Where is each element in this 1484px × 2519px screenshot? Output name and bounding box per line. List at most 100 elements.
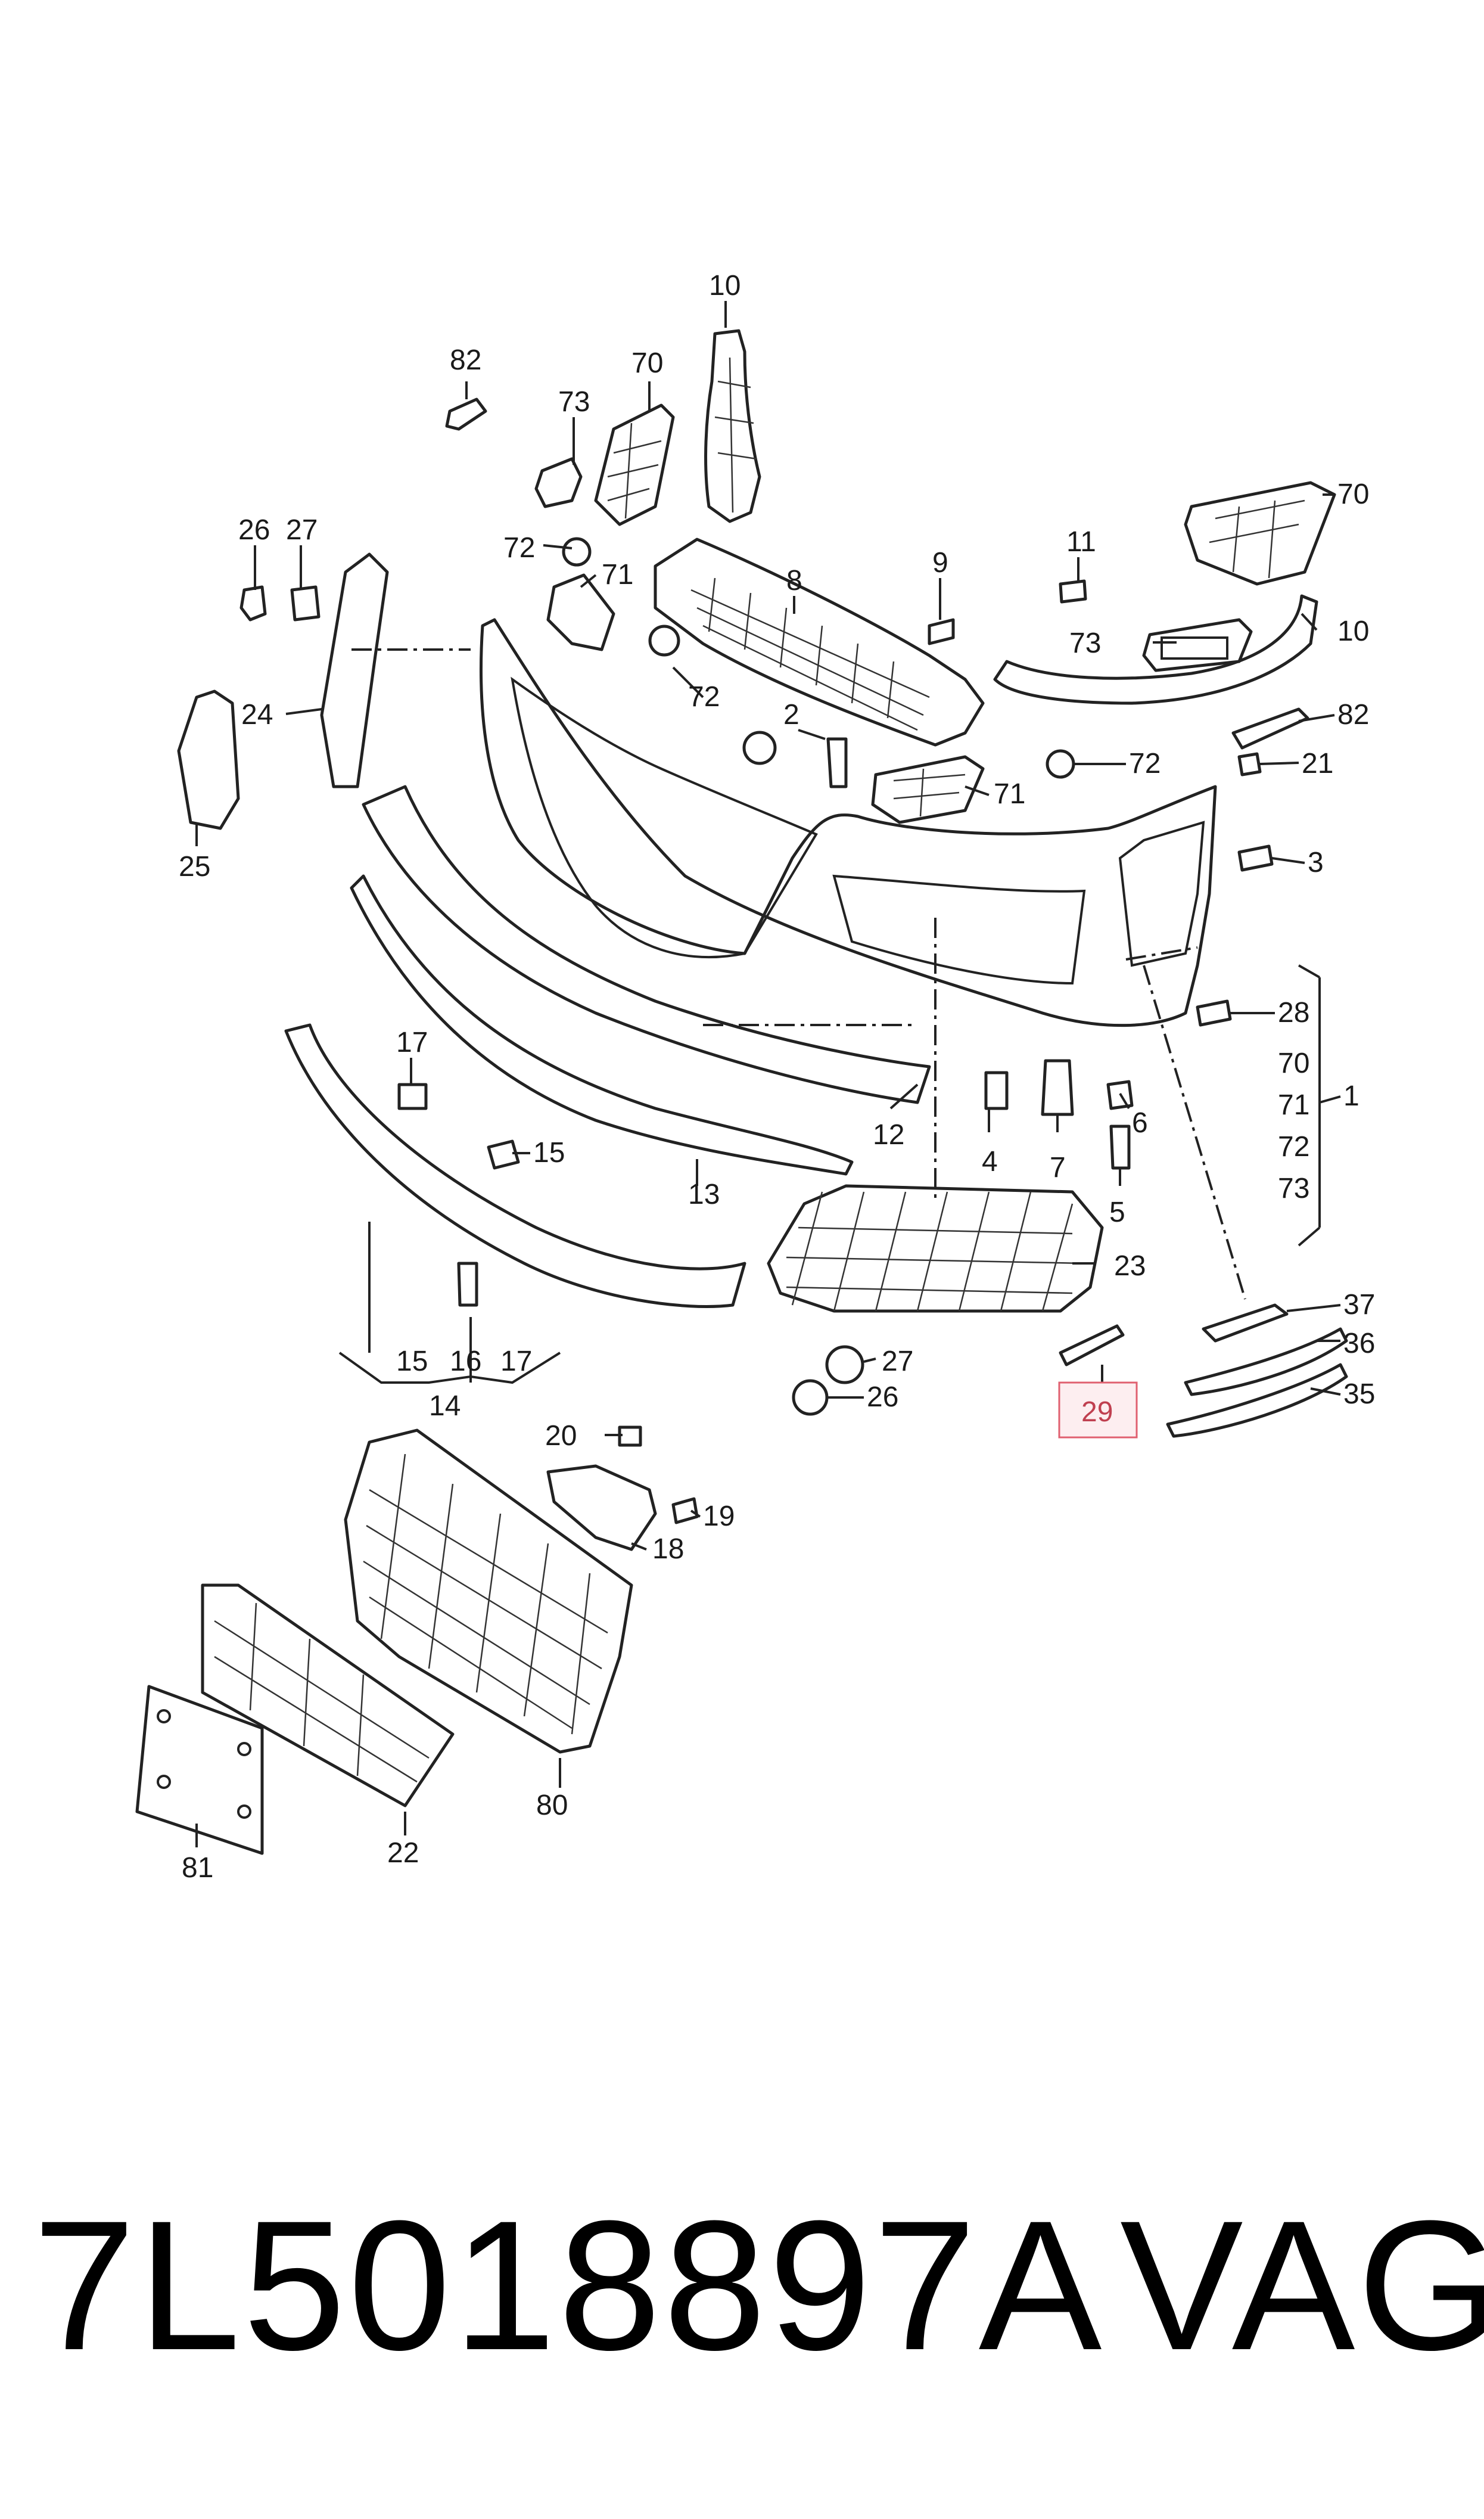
pad-72d	[1046, 749, 1075, 779]
leader-lines	[195, 301, 1341, 1847]
main-grille-80-slats	[363, 1453, 608, 1735]
callout-82-upper: 82	[450, 344, 481, 376]
callout-17-lower: 17	[500, 1346, 532, 1377]
callout-6: 6	[1132, 1107, 1148, 1139]
callout-7: 7	[1050, 1152, 1066, 1184]
callout-70-right: 70	[1337, 479, 1369, 510]
lower-grille-22	[201, 1583, 455, 1807]
callout-15-upper: 15	[533, 1137, 565, 1169]
frame-73-right	[1142, 618, 1253, 672]
callout-70-list: 70	[1278, 1048, 1309, 1079]
callout-73-upper: 73	[558, 386, 590, 418]
screw-5	[1109, 1125, 1131, 1170]
callout-13: 13	[688, 1179, 720, 1210]
callout-18: 18	[652, 1533, 684, 1565]
callout-26-upper: 26	[238, 514, 270, 546]
callout-5: 5	[1109, 1197, 1125, 1228]
callout-15-lower: 15	[396, 1346, 428, 1377]
plate-hole-2	[237, 1742, 251, 1756]
screw-20	[618, 1425, 642, 1447]
callout-72-right: 72	[1129, 748, 1161, 779]
callout-25: 25	[179, 851, 210, 883]
highlight-box-29[interactable]	[1058, 1381, 1138, 1439]
callout-73-right: 73	[1069, 628, 1101, 659]
callout-20: 20	[545, 1420, 577, 1452]
lower-lip-13	[350, 874, 854, 1176]
callout-12: 12	[873, 1119, 904, 1151]
callout-16: 16	[450, 1346, 481, 1377]
callout-26-lower: 26	[867, 1381, 898, 1413]
callout-71-list: 71	[1278, 1089, 1309, 1121]
part-number-text: 7L5018897A	[33, 2182, 1105, 2388]
callout-17-upper: 17	[396, 1027, 428, 1058]
screw-4	[984, 1071, 1009, 1110]
clip-82-left	[445, 397, 487, 431]
bumper-grille-opening	[511, 676, 818, 959]
trim-36	[1184, 1327, 1348, 1396]
screw-11	[1059, 579, 1087, 604]
callout-23: 23	[1114, 1250, 1146, 1282]
clip-27a	[290, 585, 321, 622]
callout-80: 80	[536, 1790, 568, 1821]
screw-2	[826, 737, 848, 788]
callout-10-right: 10	[1337, 616, 1369, 647]
lower-grille-22-slats	[214, 1602, 430, 1783]
callout-2: 2	[783, 699, 799, 731]
bracket-71a	[546, 573, 615, 651]
screw-16	[457, 1262, 478, 1307]
side-bracket-left	[704, 329, 761, 523]
trim-29	[1059, 1324, 1125, 1366]
callout-27-lower: 27	[882, 1346, 913, 1377]
callout-81: 81	[182, 1852, 213, 1884]
callout-72-middle: 72	[688, 681, 720, 713]
plug-27b	[825, 1345, 864, 1384]
grille-insert-23	[767, 1184, 1104, 1313]
callout-19: 19	[703, 1501, 735, 1532]
trim-35	[1166, 1363, 1348, 1438]
callout-36: 36	[1343, 1328, 1375, 1359]
callout-21: 21	[1302, 748, 1333, 779]
callout-29[interactable]: 29	[1081, 1396, 1113, 1428]
bumper-reinforcement-ribs	[690, 577, 930, 731]
bracket-71b	[871, 755, 985, 824]
callout-4: 4	[982, 1146, 998, 1178]
callout-22: 22	[387, 1837, 419, 1869]
lower-carrier-12	[362, 785, 931, 1104]
plate-hole-1	[157, 1709, 171, 1723]
clip-26a	[239, 585, 267, 622]
bracket-73-left	[534, 457, 583, 508]
vent-bracket-left-grid	[607, 423, 662, 519]
grille-insert-23-mesh	[786, 1191, 1085, 1312]
vent-bracket-right-grid	[1209, 499, 1305, 579]
clip-17	[397, 1083, 428, 1110]
side-guide-24	[320, 552, 389, 788]
callout-72-list: 72	[1278, 1131, 1309, 1163]
callout-3: 3	[1308, 847, 1324, 878]
callout-70-upper: 70	[631, 347, 663, 379]
callout-71-upper: 71	[602, 559, 633, 591]
plate-hole-3	[157, 1775, 171, 1789]
nut-21	[1237, 752, 1262, 776]
callout-72-upper: 72	[503, 532, 535, 564]
callout-14: 14	[429, 1390, 461, 1422]
bumper-cover	[480, 618, 1217, 1027]
callout-10-upper: 10	[709, 270, 741, 302]
plate-hole-4	[237, 1804, 251, 1819]
main-grille-80	[344, 1428, 633, 1754]
callout-9: 9	[932, 547, 948, 579]
callout-24: 24	[241, 699, 273, 731]
callout-1: 1	[1343, 1080, 1359, 1112]
side-guide-25	[177, 689, 240, 830]
bumper-left-vent	[832, 874, 1086, 985]
callout-11: 11	[1066, 526, 1096, 558]
callout-73-list: 73	[1278, 1173, 1309, 1204]
pad-72a	[562, 537, 592, 567]
bracket-18	[546, 1464, 657, 1551]
brand-text: VAG	[1120, 2182, 1484, 2388]
callout-27-upper: 27	[286, 514, 318, 546]
callout-82-right: 82	[1337, 699, 1369, 731]
pad-72b	[648, 625, 680, 657]
callout-8: 8	[786, 565, 802, 597]
screw-3	[1237, 844, 1274, 872]
